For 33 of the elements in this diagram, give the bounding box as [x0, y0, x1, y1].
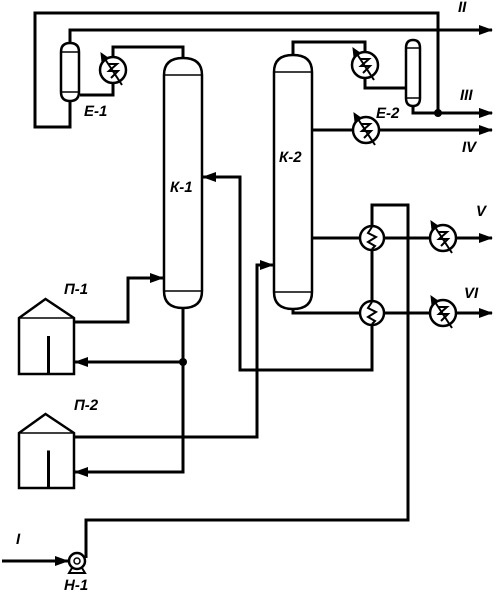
pipe-line	[84, 204, 410, 560]
equipment-label: Н-1	[64, 578, 88, 594]
stream-label: VI	[464, 286, 478, 302]
pipe-line	[112, 46, 184, 58]
pipe-line	[75, 260, 274, 438]
pipe-line	[412, 106, 493, 118]
stream-label: I	[16, 532, 20, 548]
equipment-label: К-2	[279, 150, 302, 166]
pipe-line	[292, 309, 359, 314]
stream-label: II	[458, 0, 466, 16]
equipment-label: П-2	[74, 398, 98, 414]
equipment-label: П-1	[64, 282, 88, 298]
pipe-line	[2, 556, 69, 566]
equipment-label: К-1	[170, 180, 193, 196]
pipe-line	[292, 40, 366, 55]
pipe-line	[80, 84, 114, 96]
pipe-line	[370, 251, 374, 300]
pipe-line	[457, 233, 493, 243]
equipment-label: Е-1	[84, 104, 108, 120]
pipe-line	[68, 25, 493, 43]
pipe-line	[385, 236, 429, 240]
pipe-line	[364, 79, 405, 90]
pipe-line	[380, 125, 493, 135]
pipe-line	[202, 172, 374, 372]
pipe-line	[75, 273, 164, 324]
stream-label: III	[460, 88, 473, 104]
pipe-line	[385, 312, 429, 314]
stream-label: V	[476, 204, 486, 220]
pipe-line	[313, 128, 352, 132]
pipe-line	[457, 308, 493, 318]
stream-label: IV	[462, 140, 476, 156]
equipment-label: Е-2	[376, 106, 400, 122]
pipe-line	[313, 236, 359, 240]
